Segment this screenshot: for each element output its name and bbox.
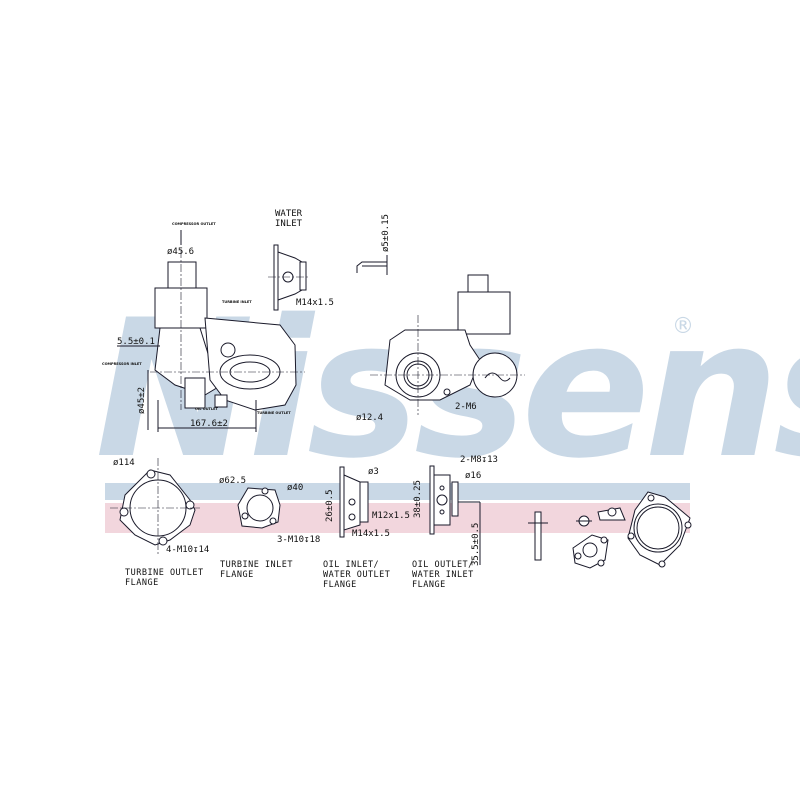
oil-outlet-dia: ø16 [465,471,481,481]
compressor-inlet-label: COMPRESSOR INLET [102,362,142,366]
turbine-inlet-dia-inner: ø40 [287,483,303,493]
oil-outlet-bolts: 2-M8↧13 [460,455,498,465]
turbine-inlet-flange: ø62.5 ø40 3-M10↧18 TURBINE INLET FLANGE [219,476,320,580]
oil-outlet-spacing: 38±0.25 [413,480,423,518]
turbine-outlet-dia: ø114 [113,458,135,468]
oil-inlet-label-3: FLANGE [323,580,357,590]
turbine-inlet-label-2: FLANGE [220,570,254,580]
turbine-outlet-flange: ø114 4-M10↧14 TURBINE OUTLET FLANGE [110,458,209,588]
pink-band [105,503,690,533]
turbine-outlet-label-2: FLANGE [125,578,159,588]
pipe-dia: ø5±0.15 [381,214,391,252]
oil-outlet-label-2: WATER INLET [412,570,474,580]
oil-inlet-spacing: 26±0.5 [325,489,335,522]
water-inlet-title-2: INLET [275,219,303,229]
main-turbo-view: COMPRESSOR OUTLET ø45.6 TURBINE INLET CO… [102,222,305,432]
oil-outlet-flange: 2-M8↧13 ø16 38±0.25 35.5±0.5 OIL OUTLET/… [412,455,498,590]
side-turbo-view: 2-M6 ø12.4 [356,274,525,423]
oil-outlet-label: OIL OUTLET [195,407,219,411]
oil-inlet-thread-1: M12x1.5 [372,511,410,521]
turbine-inlet-label: TURBINE INLET [222,300,252,304]
oil-inlet-flange: ø3 26±0.5 M12x1.5 M14x1.5 OIL INLET/ WAT… [323,466,410,590]
water-inlet-thread: M14x1.5 [296,298,334,308]
compressor-outlet-dia: ø45.6 [167,247,194,257]
turbine-inlet-dia-outer: ø62.5 [219,476,246,486]
turbine-inlet-label-1: TURBINE INLET [220,560,293,570]
turbine-outlet-bolts: 4-M10↧14 [166,545,209,555]
turbine-outlet-label-1: TURBINE OUTLET [125,568,204,578]
turbine-inlet-bolts: 3-M10↧18 [277,535,320,545]
oil-inlet-dia: ø3 [368,467,379,477]
side-bolts: 2-M6 [455,402,477,412]
oil-outlet-offset: 35.5±0.5 [471,523,481,566]
oil-outlet-label-1: OIL OUTLET/ [412,560,474,570]
turbine-outlet-label: TURBINE OUTLET [257,411,291,415]
height-dimension: ø45±2 [137,387,147,414]
accessory-parts [528,491,692,569]
side-dia: ø12.4 [356,413,383,423]
oil-inlet-label-1: OIL INLET/ [323,560,379,570]
water-inlet-title-1: WATER [275,209,303,219]
registered-mark: ® [672,314,694,339]
offset-dimension: 5.5±0.1 [117,337,155,347]
width-dimension: 167.6±2 [190,419,228,429]
oil-inlet-label-2: WATER OUTLET [323,570,390,580]
water-inlet-view: WATER INLET M14x1.5 [268,209,334,311]
oil-inlet-thread-2: M14x1.5 [352,529,390,539]
oil-outlet-label-3: FLANGE [412,580,446,590]
compressor-outlet-label: COMPRESSOR OUTLET [172,222,216,226]
pipe-detail: ø5±0.15 [356,214,391,275]
